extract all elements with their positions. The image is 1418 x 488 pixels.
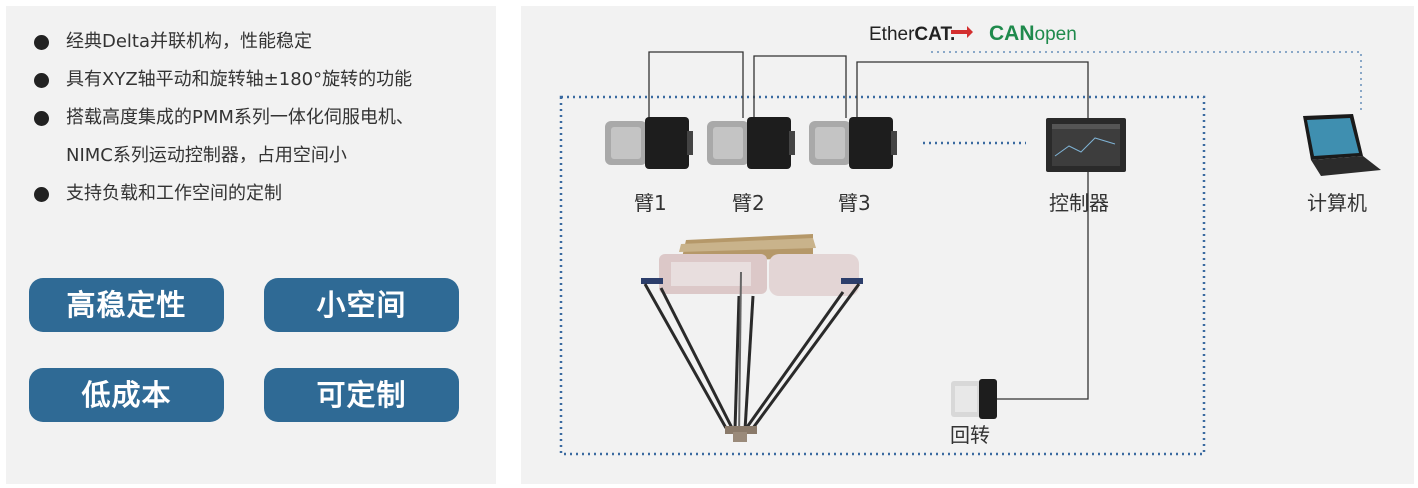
servo-motor-arm1 (605, 117, 693, 169)
feature-item: 具有XYZ轴平动和旋转轴±180°旋转的功能 (34, 68, 414, 92)
feature-item: 搭载高度集成的PMM系列一体化伺服电机、NIMC系列运动控制器，占用空间小 (34, 106, 414, 168)
bullet-icon (34, 187, 49, 202)
bus-wires (648, 51, 1089, 400)
rotation-label: 回转 (950, 423, 990, 447)
tag-small-space: 小空间 (264, 278, 459, 332)
network-link-computer (931, 51, 1362, 114)
feature-item: 支持负载和工作空间的定制 (34, 182, 414, 206)
controller-label: 控制器 (1049, 191, 1109, 215)
servo-motor-arm3 (809, 117, 897, 169)
feature-item: 经典Delta并联机构，性能稳定 (34, 30, 414, 54)
svg-text:EtherCAT.: EtherCAT. (869, 24, 955, 45)
arm1-label: 臂1 (634, 191, 667, 215)
arm3-label: 臂3 (838, 191, 871, 215)
system-diagram: EtherCAT. CANopen (559, 22, 1381, 456)
servo-motor-arm2 (707, 117, 795, 169)
delta-robot-illustration (641, 234, 863, 442)
bullet-icon (34, 111, 49, 126)
tag-high-stability: 高稳定性 (29, 278, 224, 332)
arrow-right-icon (951, 26, 973, 38)
feature-list: 经典Delta并联机构，性能稳定 具有XYZ轴平动和旋转轴±180°旋转的功能 … (34, 30, 414, 220)
computer-label: 计算机 (1307, 191, 1367, 215)
tag-low-cost: 低成本 (29, 368, 224, 422)
system-boundary (559, 95, 1206, 456)
ethercat-logo: EtherCAT. (869, 24, 973, 45)
computer-icon (1303, 114, 1381, 176)
controller-icon (1046, 118, 1126, 172)
canopen-logo: CANopen (989, 22, 1077, 45)
tag-customizable: 可定制 (264, 368, 459, 422)
svg-text:CANopen: CANopen (989, 22, 1077, 45)
rotation-motor-icon (951, 379, 997, 419)
arm2-label: 臂2 (732, 191, 765, 215)
bullet-icon (34, 35, 49, 50)
bullet-icon (34, 73, 49, 88)
